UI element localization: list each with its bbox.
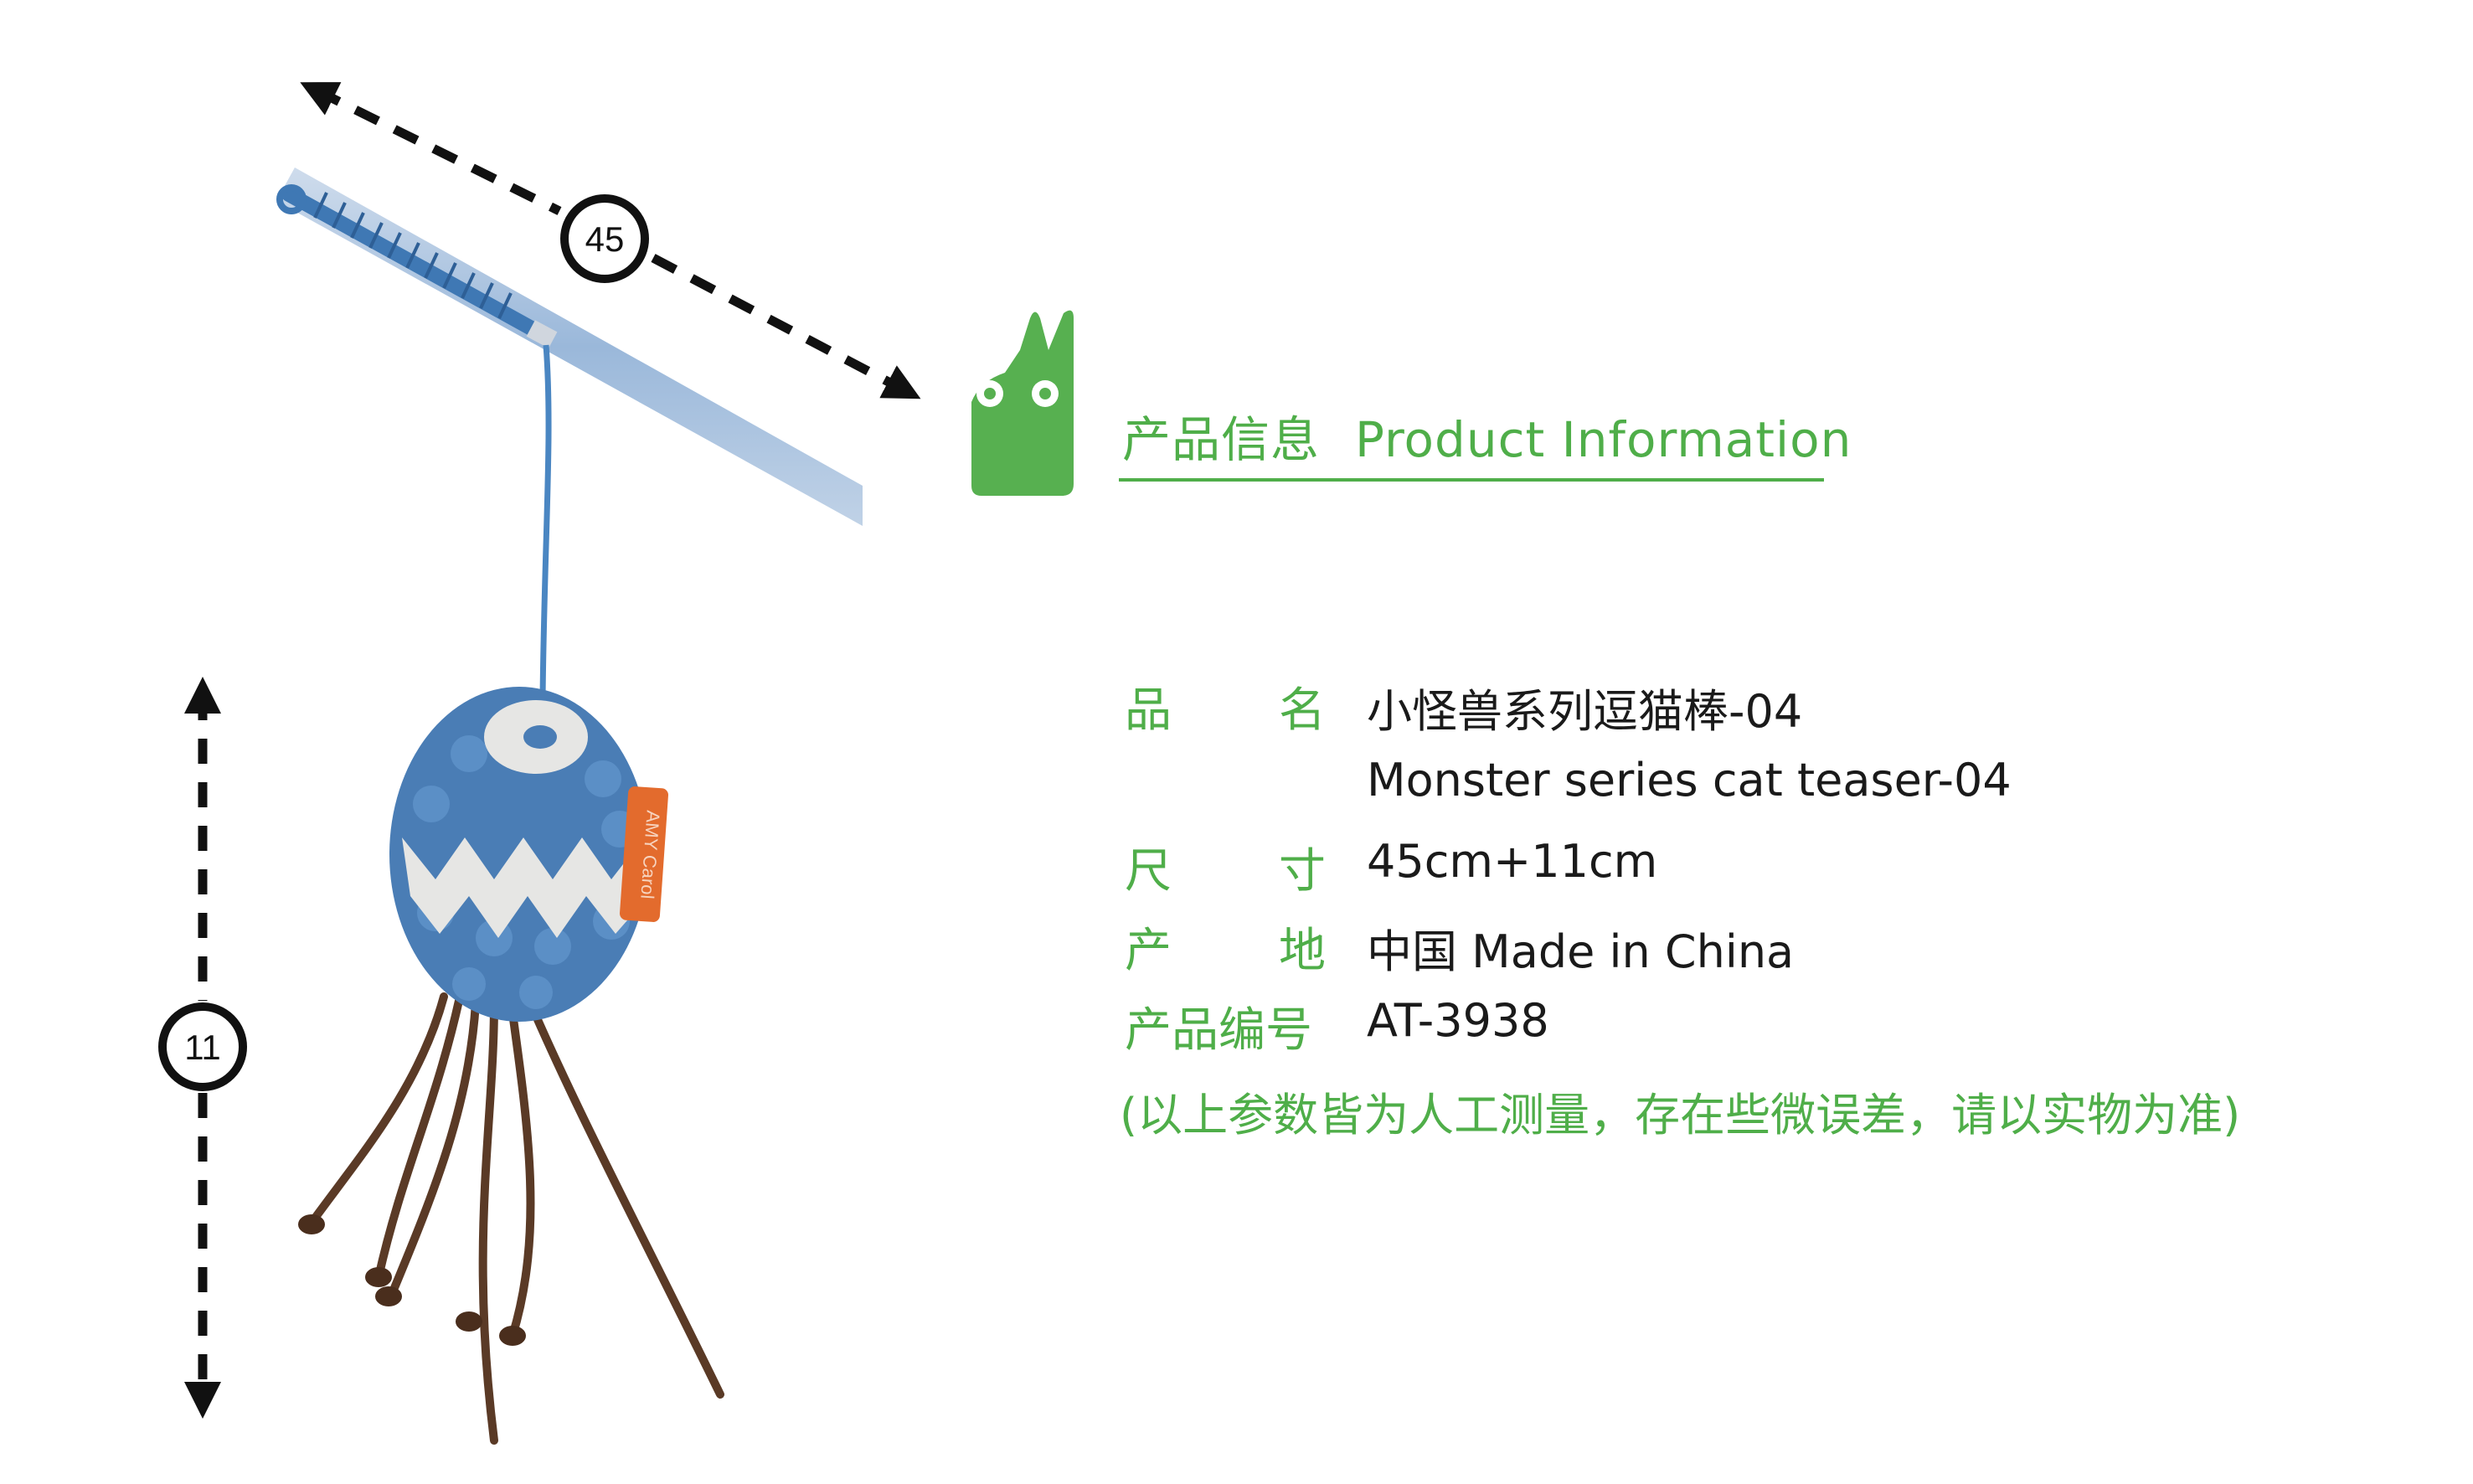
teaser-stick (276, 167, 863, 526)
height-badge (158, 1002, 247, 1091)
spec-value-origin: 中国 Made in China (1367, 925, 1795, 978)
spec-label-char: 产 (1125, 924, 1172, 978)
length-dimension: 45 (300, 82, 921, 399)
measurement-note: (以上参数皆为人工测量，存在些微误差，请以实物为准) (1120, 1089, 2241, 1141)
toy-monster-body (389, 687, 649, 1022)
heading-underline (1119, 478, 1824, 482)
monster-logo-icon (971, 310, 1074, 496)
length-badge (560, 194, 649, 283)
spec-value-size: 45cm+11cm (1367, 835, 1658, 888)
toy-tentacles (307, 992, 724, 1445)
spec-label-origin: 产地 (1125, 913, 1326, 981)
hanging-string (539, 344, 552, 700)
height-dimension: 11 (158, 677, 247, 1419)
product-illustration: 45 11 (158, 82, 921, 1445)
height-label: 11 (184, 1028, 221, 1067)
spec-label-char: 名 (1279, 683, 1326, 738)
product-tag: AMY Carol (620, 786, 668, 922)
spec-label-char: 尺 (1125, 844, 1172, 899)
spec-label-char: 品 (1125, 683, 1172, 738)
spec-label-char: 寸 (1279, 844, 1326, 899)
spec-label-char: 地 (1279, 924, 1326, 978)
section-heading-en: Product Information (1355, 411, 1852, 468)
spec-value-name-zh: 小怪兽系列逗猫棒-04 (1367, 685, 1803, 738)
section-heading-zh: 产品信息 (1122, 411, 1321, 468)
spec-label-size: 尺寸 (1125, 833, 1326, 901)
tentacle-knots (298, 1214, 526, 1346)
spec-value-code: AT-3938 (1367, 994, 1549, 1047)
spec-value-name-en: Monster series cat teaser-04 (1367, 754, 2012, 806)
spec-label-name: 品名 (1125, 672, 1326, 740)
spec-label-code: 产品编号 (1125, 1003, 1312, 1058)
section-heading: 产品信息 Product Information (1122, 400, 1852, 471)
length-label: 45 (585, 219, 625, 259)
